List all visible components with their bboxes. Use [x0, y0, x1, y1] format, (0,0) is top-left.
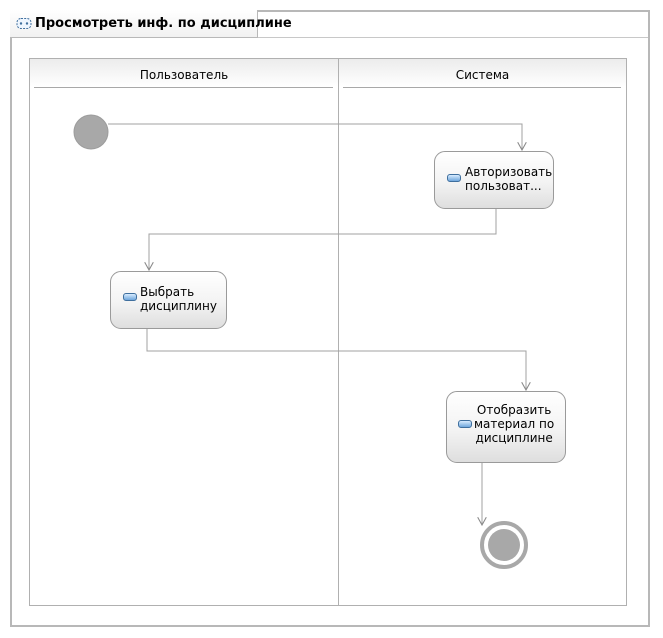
diagram-title: Просмотреть инф. по дисциплине [35, 16, 292, 31]
action-icon [447, 174, 461, 182]
lane-label-system: Система [455, 68, 510, 82]
action-icon [123, 293, 137, 301]
lane-header-underline-system [343, 87, 621, 88]
lane-header-user[interactable]: Пользователь [30, 59, 338, 87]
initial-node[interactable] [73, 114, 109, 150]
action-label-authorize-user: Авторизовать пользоват... [465, 165, 553, 193]
action-icon [458, 420, 472, 428]
lane-header-underline-user [34, 87, 333, 88]
flow-authorize-to-select[interactable] [149, 209, 497, 270]
action-authorize-user[interactable]: Авторизовать пользоват... [434, 151, 554, 209]
final-node[interactable] [480, 521, 528, 569]
activity-diagram-icon [16, 18, 32, 29]
lane-divider [338, 58, 339, 606]
flow-initial-to-authorize[interactable] [108, 123, 522, 150]
action-label-display-material: Отобразить материал по дисциплине [474, 403, 555, 445]
diagram-title-tab[interactable] [10, 10, 258, 38]
lane-header-system[interactable]: Система [339, 59, 626, 87]
frame-tab-underline [258, 37, 648, 38]
action-select-discipline[interactable]: Выбрать дисциплину [110, 271, 227, 329]
flow-select-to-display[interactable] [146, 329, 526, 390]
action-display-material[interactable]: Отобразить материал по дисциплине [446, 391, 566, 463]
action-label-select-discipline: Выбрать дисциплину [140, 285, 217, 313]
lane-label-user: Пользователь [139, 68, 229, 82]
swimlane-pool [29, 58, 627, 606]
